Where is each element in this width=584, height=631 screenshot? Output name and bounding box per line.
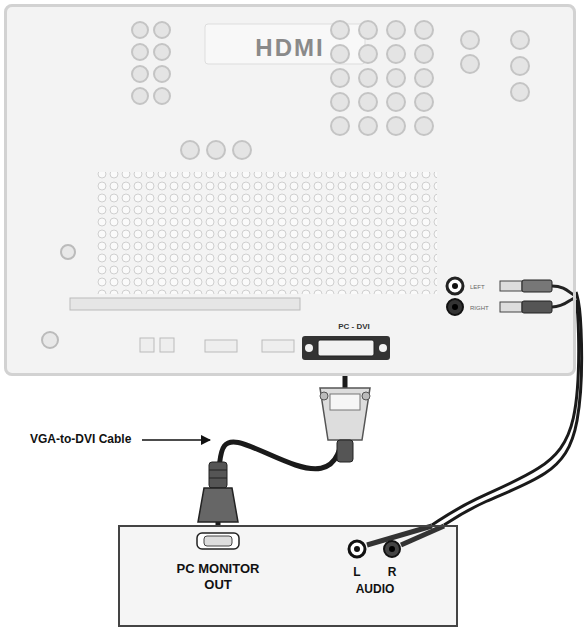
leader-arrow <box>142 439 210 441</box>
rca-jack <box>511 31 529 49</box>
rca-jack <box>154 22 170 38</box>
rca-jack <box>359 69 377 87</box>
rca-jack <box>359 93 377 111</box>
vga-strain-relief <box>209 462 227 488</box>
rca-jack <box>415 93 433 111</box>
vga-ring <box>209 470 227 471</box>
rca-jack <box>511 83 529 101</box>
jack-label: R <box>385 565 399 579</box>
usb-port <box>140 338 154 352</box>
rca-plug-body <box>522 280 552 292</box>
tv-back-panel: HDMI PC - DVI LEFT RIGHT <box>4 4 576 376</box>
dvi-plug-face <box>330 394 360 410</box>
dvi-thumbscrew <box>362 392 370 400</box>
jack-label: RIGHT <box>470 305 500 312</box>
vga-dvi-cable <box>218 376 345 525</box>
rca-plug-tip <box>500 281 522 291</box>
rca-jack <box>387 117 405 135</box>
pc-panel-ground <box>118 525 458 627</box>
rf-jack <box>42 332 58 348</box>
rca-jack <box>331 45 349 63</box>
rca-jack <box>233 141 251 159</box>
rca-plug-into-pc <box>401 526 444 545</box>
cable-label: VGA-to-DVI Cable <box>30 432 131 446</box>
dvi-port-inner <box>318 340 374 356</box>
port-label: PC - DVI <box>328 322 380 332</box>
port <box>205 340 237 352</box>
rca-jack <box>331 21 349 39</box>
jack-label: L <box>350 565 364 579</box>
rca-jack <box>132 88 148 104</box>
rca-jack <box>181 141 199 159</box>
rca-jack <box>387 69 405 87</box>
audio-cable-inside <box>552 298 576 307</box>
rca-jack <box>132 66 148 82</box>
audio-jack-right-hole <box>452 304 458 310</box>
dvi-thumbscrew <box>320 392 328 400</box>
logo-text: HDMI <box>228 34 352 63</box>
pc-audio-jack-left-hole <box>354 546 360 552</box>
vent-holes <box>95 172 437 294</box>
rca-plug-tip <box>500 302 522 312</box>
rca-jack <box>415 21 433 39</box>
pc-audio-jack-left <box>349 541 365 557</box>
rca-jack <box>331 69 349 87</box>
dvi-plug-body <box>320 388 370 440</box>
rca-jack <box>359 45 377 63</box>
rca-jack <box>415 45 433 63</box>
av-jacks <box>132 21 529 159</box>
rca-jack <box>461 31 479 49</box>
dvi-screw <box>305 344 313 352</box>
audio-jack-right <box>447 299 463 315</box>
audio-jack-left <box>447 278 463 294</box>
rca-jack <box>359 117 377 135</box>
dvi-strain-relief <box>337 440 353 462</box>
usb-port <box>160 338 174 352</box>
rca-plug-body <box>522 301 552 313</box>
rca-jack <box>359 21 377 39</box>
rca-jack <box>331 117 349 135</box>
jack-label: LEFT <box>470 284 500 291</box>
dvi-port <box>302 336 390 360</box>
rca-jack <box>415 117 433 135</box>
card-slot <box>70 298 300 310</box>
port <box>262 340 294 352</box>
rca-jack <box>387 93 405 111</box>
rca-jack <box>511 57 529 75</box>
audio-cable-inside <box>552 286 576 296</box>
vga-port <box>197 533 239 549</box>
rca-jack <box>331 93 349 111</box>
rca-jack <box>461 55 479 73</box>
rca-jack <box>387 21 405 39</box>
vga-plug-body <box>198 488 238 522</box>
pc-audio-jack-right-hole <box>389 546 395 552</box>
panel-ground <box>4 4 576 376</box>
pc-connector-panel: PC MONITOR OUT L R AUDIO <box>118 525 458 627</box>
rca-jack <box>154 88 170 104</box>
vga-ring <box>209 478 227 479</box>
rca-jack <box>154 44 170 60</box>
rca-jack <box>154 66 170 82</box>
port-label: PC MONITOR OUT <box>170 561 266 592</box>
rca-jack <box>415 69 433 87</box>
rca-jack <box>132 44 148 60</box>
rca-jack <box>132 22 148 38</box>
group-label: AUDIO <box>345 582 405 596</box>
pc-audio-jack-right <box>384 541 400 557</box>
audio-jack-left-hole <box>452 283 458 289</box>
ir-jack <box>61 245 75 259</box>
rca-jack <box>207 141 225 159</box>
dvi-screw <box>379 344 387 352</box>
rca-jack <box>387 45 405 63</box>
vga-port-inner <box>204 536 232 546</box>
